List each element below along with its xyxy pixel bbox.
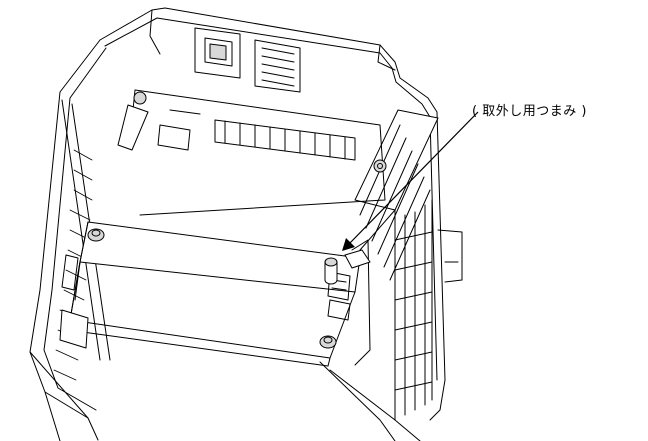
housing-frame [29, 7, 446, 441]
removal-knob [324, 249, 371, 285]
option-board [67, 221, 361, 367]
left-bracket [59, 254, 89, 349]
upper-board [117, 27, 387, 216]
callout-label: ( 取外し用つまみ ) [472, 104, 587, 119]
right-heatsink [354, 109, 463, 421]
right-inner-wall [319, 209, 421, 441]
arrow-icon [342, 111, 479, 251]
